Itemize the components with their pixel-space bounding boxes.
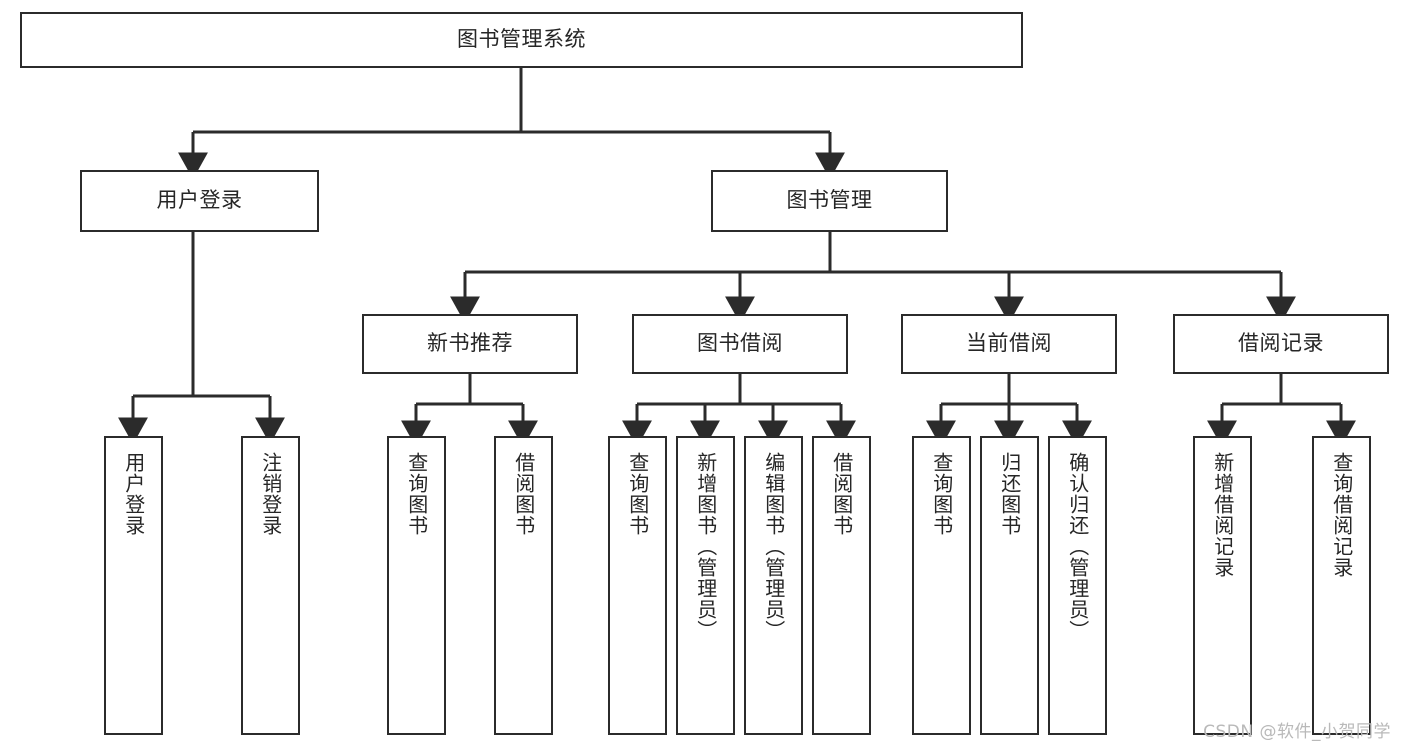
- node-label: 归还图书: [997, 452, 1022, 536]
- leaf-record-add-borrow-record[interactable]: 新增借阅记录: [1193, 436, 1252, 735]
- node-current-borrow[interactable]: 当前借阅: [901, 314, 1117, 374]
- node-label: 查询图书: [929, 452, 954, 536]
- leaf-user-login-logout[interactable]: 注销登录: [241, 436, 300, 735]
- node-label: 查询图书: [625, 452, 650, 536]
- node-book-borrow[interactable]: 图书借阅: [632, 314, 848, 374]
- leaf-new-book-borrow-book[interactable]: 借阅图书: [494, 436, 553, 735]
- node-label: 用户登录: [121, 452, 146, 536]
- leaf-new-book-query-book[interactable]: 查询图书: [387, 436, 446, 735]
- node-label: 注销登录: [258, 452, 283, 536]
- node-new-book-recommend[interactable]: 新书推荐: [362, 314, 578, 374]
- leaf-borrow-edit-book-admin[interactable]: 编辑图书（管理员）: [744, 436, 803, 735]
- node-label: 图书管理系统: [457, 27, 586, 52]
- leaf-current-return-book[interactable]: 归还图书: [980, 436, 1039, 735]
- leaf-record-query-borrow-record[interactable]: 查询借阅记录: [1312, 436, 1371, 735]
- node-label: 图书借阅: [697, 331, 783, 356]
- node-book-management[interactable]: 图书管理: [711, 170, 948, 232]
- node-label: 编辑图书（管理员）: [761, 452, 786, 641]
- node-root-book-management-system[interactable]: 图书管理系统: [20, 12, 1023, 68]
- node-label: 图书管理: [786, 188, 873, 213]
- node-label: 新增图书（管理员）: [693, 452, 718, 641]
- leaf-borrow-query-book[interactable]: 查询图书: [608, 436, 667, 735]
- node-borrow-record[interactable]: 借阅记录: [1173, 314, 1389, 374]
- leaf-current-query-book[interactable]: 查询图书: [912, 436, 971, 735]
- node-label: 确认归还（管理员）: [1065, 452, 1090, 641]
- node-label: 新书推荐: [427, 331, 513, 356]
- leaf-current-confirm-return-admin[interactable]: 确认归还（管理员）: [1048, 436, 1107, 735]
- node-label: 借阅记录: [1238, 331, 1324, 356]
- node-label: 查询借阅记录: [1329, 452, 1354, 578]
- leaf-user-login-login[interactable]: 用户登录: [104, 436, 163, 735]
- node-label: 当前借阅: [966, 331, 1052, 356]
- leaf-borrow-borrow-book[interactable]: 借阅图书: [812, 436, 871, 735]
- node-label: 借阅图书: [511, 452, 536, 536]
- node-label: 借阅图书: [829, 452, 854, 536]
- node-label: 新增借阅记录: [1210, 452, 1235, 578]
- node-label: 用户登录: [156, 188, 243, 213]
- node-label: 查询图书: [404, 452, 429, 536]
- node-user-login[interactable]: 用户登录: [80, 170, 319, 232]
- leaf-borrow-add-book-admin[interactable]: 新增图书（管理员）: [676, 436, 735, 735]
